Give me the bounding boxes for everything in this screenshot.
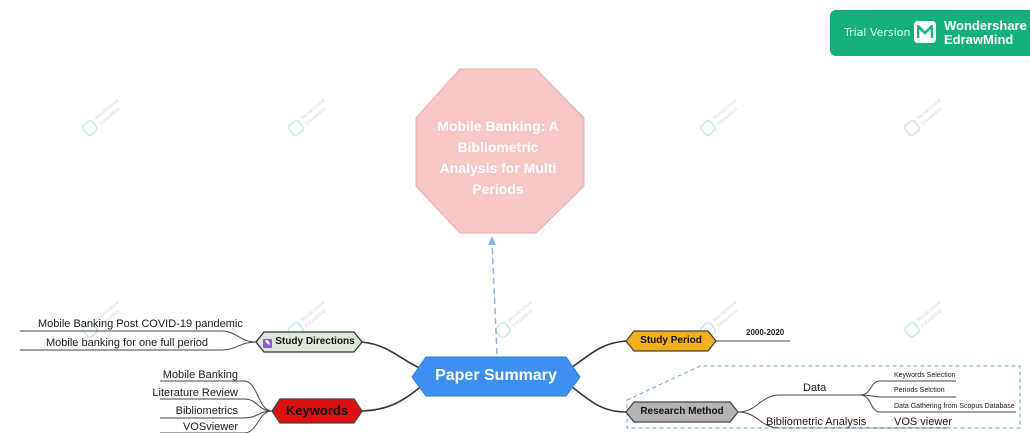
research-method-label[interactable]: Research Method [640, 406, 724, 417]
keyword-item[interactable]: VOSviewer [182, 421, 238, 433]
analysis-subtopic-label[interactable]: Bibliometric Analysis [766, 416, 867, 428]
study-direction-item[interactable]: Mobile banking for one full period [46, 337, 209, 349]
relationship-arrow [491, 241, 498, 355]
keyword-item[interactable]: Bibliometrics [175, 405, 238, 417]
trial-version-badge[interactable]: Trial Version Wondershare EdrawMind [830, 10, 1030, 56]
study-period-label[interactable]: Study Period [640, 335, 702, 346]
note-icon: ✎ [263, 339, 273, 348]
keywords-label[interactable]: Keywords [285, 403, 349, 418]
study-directions-label[interactable]: ✎Study Directions [263, 336, 355, 348]
data-subtopic-label[interactable]: Data [803, 382, 827, 394]
data-item[interactable]: Keywords Selection [894, 372, 956, 379]
main-topic-label[interactable]: Paper Summary [435, 367, 557, 384]
branch-connectors [361, 340, 627, 413]
trial-version-label: Trial Version [844, 26, 911, 39]
research-method-node-shape[interactable] [625, 401, 739, 423]
data-item[interactable]: Data Gathering from Scopus Database [894, 403, 1015, 410]
keywords-node-shape[interactable] [271, 398, 363, 424]
edrawmind-logo-icon [914, 21, 936, 43]
keyword-item[interactable]: Mobile Banking [162, 369, 238, 381]
brand-name-line-1: Wondershare [944, 18, 1027, 33]
main-topic-shape[interactable] [411, 356, 581, 397]
brand-name-line-2: EdrawMind [944, 32, 1014, 47]
study-direction-item[interactable]: Mobile Banking Post COVID-19 pandemic [38, 318, 243, 330]
central-topic-title[interactable]: Mobile Banking: A Bibliometric Analysis … [437, 118, 559, 197]
analysis-item[interactable]: VOS viewer [894, 416, 953, 428]
data-item[interactable]: Periods Selction [894, 387, 945, 394]
study-directions-node-shape[interactable] [255, 331, 363, 353]
keyword-item[interactable]: Literature Review [152, 387, 238, 399]
study-period-node-shape[interactable] [625, 330, 717, 352]
central-topic-shape[interactable] [415, 68, 585, 234]
study-period-item[interactable]: 2000-2020 [746, 328, 785, 337]
arrow-head [488, 236, 496, 245]
